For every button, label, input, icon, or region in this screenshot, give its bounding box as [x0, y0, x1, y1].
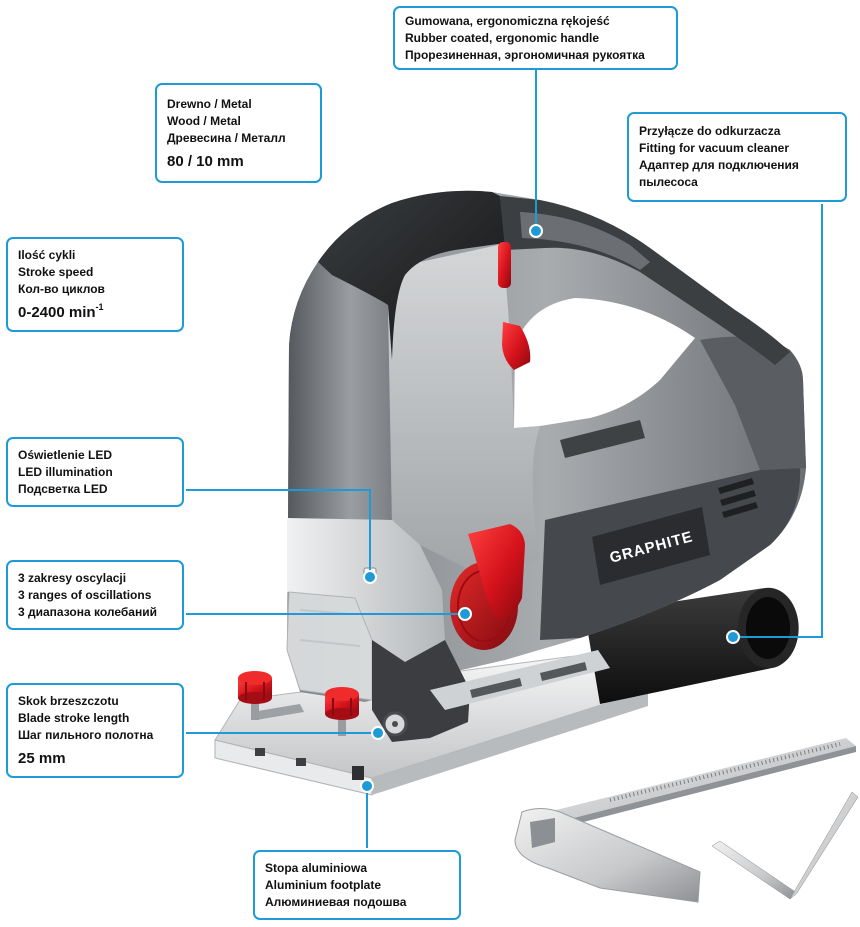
callout-oscillation: 3 zakresy oscylacji 3 ranges of oscillat…	[6, 560, 184, 630]
logo-plate	[592, 507, 710, 585]
hex-key-short-leg	[711, 840, 798, 900]
bevel-knob	[325, 687, 359, 736]
callout-line: Wood / Metal	[167, 113, 241, 128]
hex-key-long-leg	[789, 791, 859, 900]
callout-leaders	[186, 70, 823, 848]
callout-value: 0-2400 min-1	[18, 302, 172, 322]
rear-vent-slot	[722, 502, 758, 518]
callout-line: Rubber coated, ergonomic handle	[405, 30, 600, 45]
callout-line: пылесоса	[639, 175, 698, 189]
callout-value-text: 0-2400 min	[18, 304, 96, 321]
base-mount-slot	[540, 662, 587, 681]
rear-vent-slot	[718, 478, 754, 494]
callout-line: Алюминиевая подошва	[265, 894, 407, 909]
body-vent	[560, 420, 645, 458]
callout-line: Gumowana, ergonomiczna rękojeść	[405, 13, 610, 28]
callout-line: Oświetlenie LED	[18, 447, 113, 462]
callout-line: Stroke speed	[18, 265, 94, 279]
callout-material: Drewno / Metal Wood / Metal Древесина / …	[155, 83, 322, 183]
knob-bottom	[325, 708, 359, 720]
accessories	[514, 738, 859, 903]
callout-line: Fitting for vacuum cleaner	[639, 141, 790, 155]
footplate-side-edge	[372, 690, 648, 795]
callout-line: Шаг пильного полотна	[18, 728, 154, 742]
callout-line: 3 ranges of oscillations	[18, 587, 152, 602]
callout-dot-icon	[360, 779, 374, 793]
dial-lever	[468, 524, 525, 619]
guide-bar	[548, 738, 856, 822]
knob-bottom	[238, 692, 272, 704]
callout-dot-icon	[726, 630, 740, 644]
callout-line: Прорезиненная, эргономичная рукоятка	[405, 47, 645, 62]
handle-grip-inlay	[520, 212, 650, 270]
base-mount	[430, 650, 610, 710]
footplate-hole	[255, 748, 265, 756]
callout-footplate: Stopa aluminiowa Aluminium footplate Алю…	[253, 850, 461, 920]
blade-holder-housing	[287, 518, 445, 662]
callout-line: Ilość cykli	[18, 248, 76, 262]
guide-clamp-slot	[530, 818, 555, 848]
knob-screw	[338, 712, 346, 736]
callout-led: Oświetlenie LED LED illumination Подсвет…	[6, 437, 184, 507]
blade-roller-hub	[392, 721, 398, 727]
rear-vent-slot	[720, 490, 756, 506]
leader-line-led	[186, 489, 371, 577]
front-housing	[288, 262, 392, 525]
footplate-slot	[252, 704, 304, 720]
callout-line: Подсветка LED	[18, 481, 108, 496]
oscillation-dial	[450, 524, 525, 650]
brand-logo: GRAPHITE	[592, 507, 710, 585]
callout-line: Skok brzeszczotu	[18, 694, 119, 708]
callout-line: Aluminium footplate	[265, 877, 381, 892]
callout-line: Адаптер для подключения	[639, 158, 799, 172]
callout-line: Stopa aluminiowa	[265, 860, 368, 875]
hex-key	[711, 791, 859, 900]
callout-dot-icon	[529, 224, 543, 238]
callout-dot-icon	[363, 570, 377, 584]
jigsaw: GRAPHITE	[214, 190, 806, 796]
lock-button	[498, 242, 511, 288]
callout-line: Przyłącze do odkurzacza	[639, 124, 781, 138]
blade-guard-rib	[299, 639, 361, 647]
callout-value-superscript: -1	[95, 302, 104, 312]
callout-line: Древесина / Металл	[167, 130, 286, 145]
callout-dot-icon	[458, 607, 472, 621]
callout-dot-icon	[371, 726, 385, 740]
footplate-hole	[296, 758, 306, 766]
callout-line: Drewno / Metal	[167, 96, 252, 111]
knob-top	[238, 671, 272, 685]
callout-stroke-length: Skok brzeszczotu Blade stroke length Шаг…	[6, 683, 184, 778]
knob-top	[325, 687, 359, 701]
guide-clamp	[514, 808, 701, 903]
trigger	[502, 322, 531, 370]
vacuum-tube-opening	[746, 597, 790, 659]
top-cap	[318, 190, 505, 360]
base-mount-slot	[470, 678, 522, 698]
callout-value: 80 / 10 mm	[167, 152, 244, 170]
leader-line-vacuum	[733, 204, 823, 638]
handle-opening	[514, 298, 695, 428]
callout-line: 3 zakresy oscylacji	[18, 570, 127, 585]
knob-screw	[251, 696, 259, 720]
callout-line: 3 диапазона колебаний	[18, 604, 157, 619]
battery-cover	[700, 336, 806, 470]
callout-value: 25 mm	[18, 750, 66, 767]
callout-vacuum-fitting: Przyłącze do odkurzacza Fitting for vacu…	[627, 112, 847, 202]
callout-handle: Gumowana, ergonomiczna rękojeść Rubber c…	[393, 6, 678, 70]
callout-stroke-speed: Ilość cykli Stroke speed Кол-во циклов 0…	[6, 237, 184, 332]
callout-line: LED illumination	[18, 464, 113, 479]
callout-line: Blade stroke length	[18, 711, 130, 725]
footplate-hole	[352, 766, 364, 780]
side-housing	[388, 244, 540, 570]
guide-bar-edge	[558, 746, 856, 828]
callout-line: Кол-во циклов	[18, 282, 105, 296]
parallel-guide	[514, 738, 856, 903]
bevel-knob	[238, 671, 272, 720]
